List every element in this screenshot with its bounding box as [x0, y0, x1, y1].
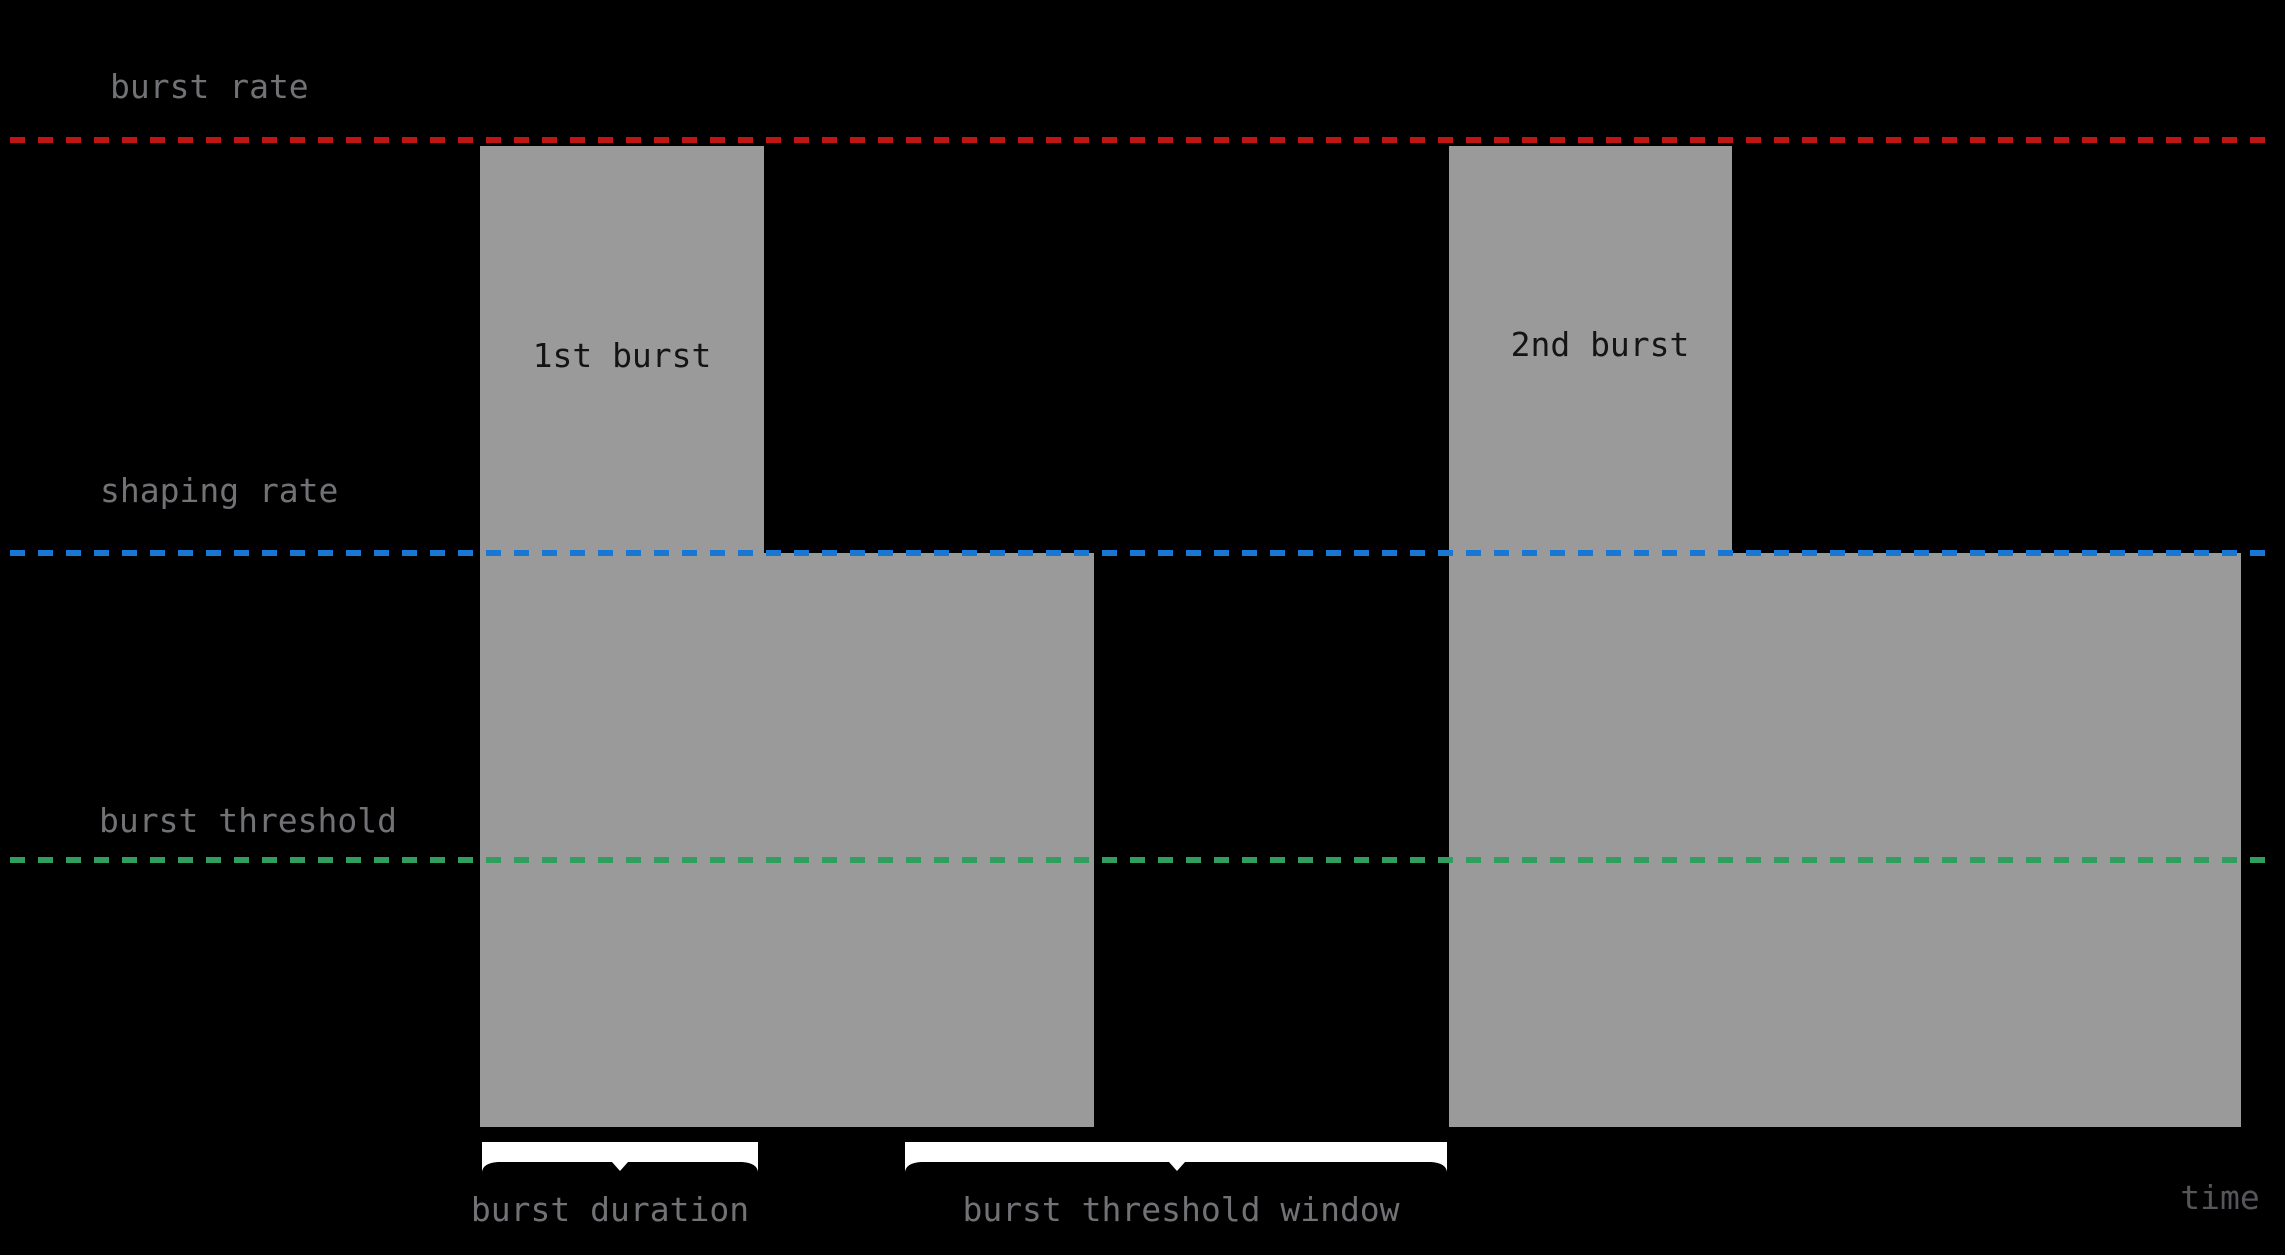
burst-threshold-window-label: burst threshold window	[962, 1190, 1399, 1229]
first-burst-sustain-bar	[480, 553, 1094, 1127]
second-burst-peak-bar	[1449, 146, 1732, 554]
first-burst-label: 1st burst	[533, 336, 712, 375]
burst-duration-brace	[482, 1142, 758, 1172]
burst-duration-label: burst duration	[471, 1190, 749, 1229]
second-burst-label: 2nd burst	[1511, 325, 1690, 364]
shaping-rate-label: shaping rate	[100, 471, 338, 510]
burst-threshold-label: burst threshold	[99, 801, 397, 840]
time-axis-label: time	[2180, 1178, 2259, 1217]
burst-rate-label: burst rate	[110, 67, 309, 106]
first-burst-peak-bar	[480, 146, 764, 554]
burst-threshold-window-brace	[905, 1142, 1447, 1172]
second-burst-sustain-bar	[1449, 553, 2241, 1127]
